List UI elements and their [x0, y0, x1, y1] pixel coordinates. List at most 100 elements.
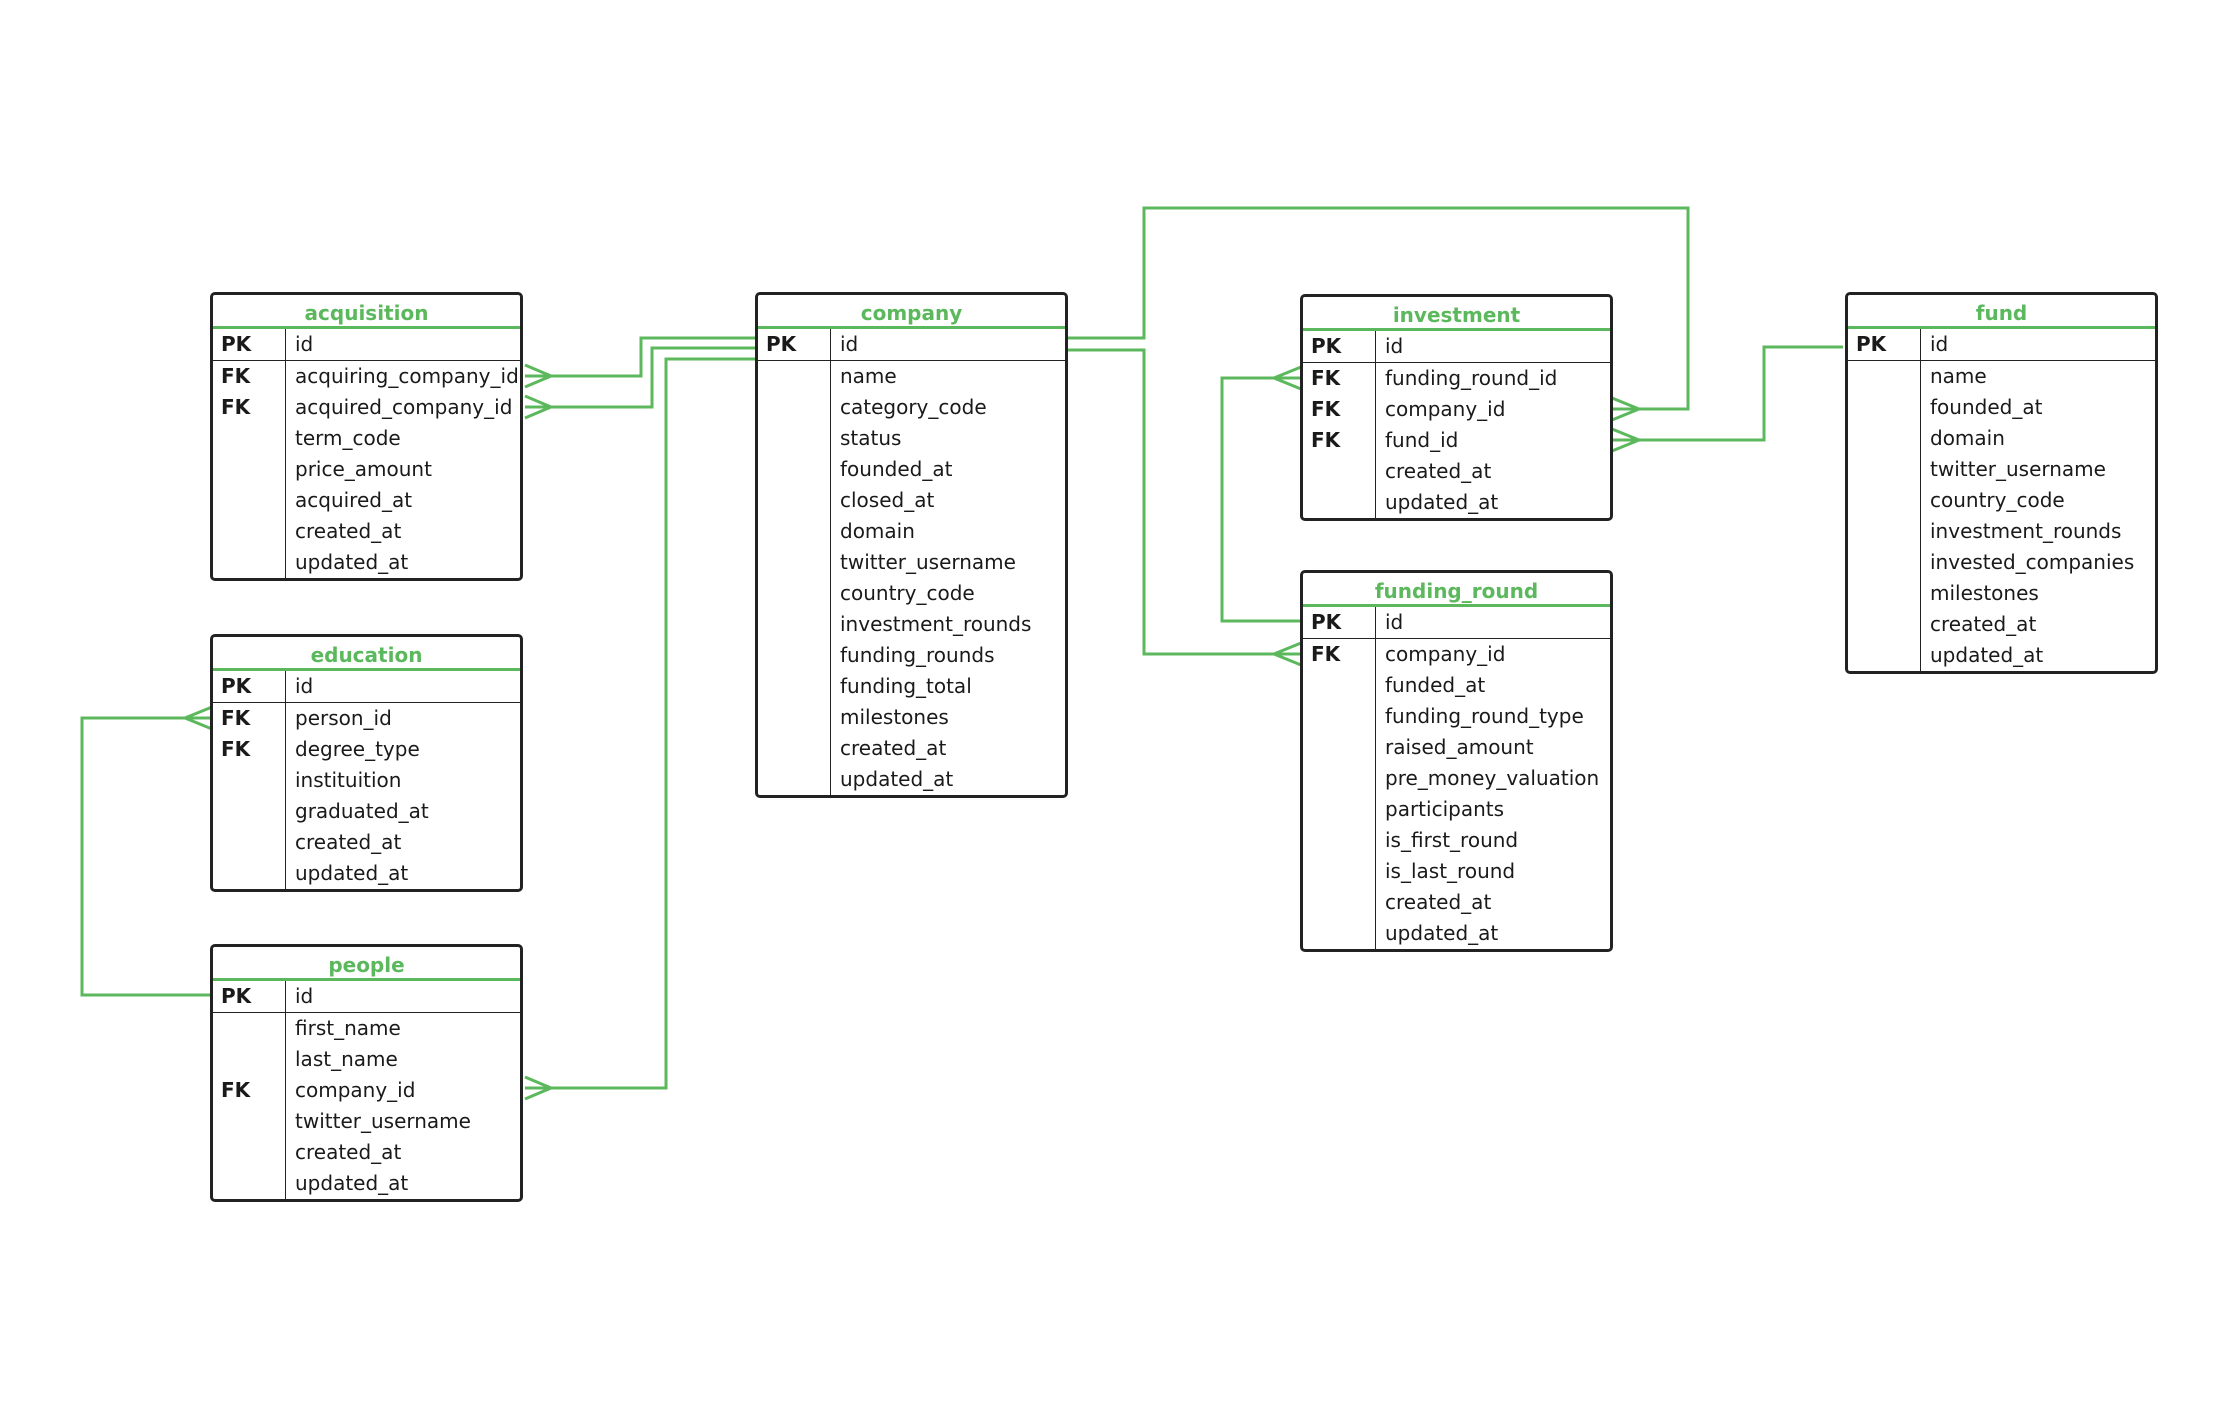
crowfoot-acquisition-acquiring [524, 363, 552, 389]
key-marker: PK [1856, 332, 1887, 356]
table-row: created_at [1303, 456, 1610, 487]
field-name: updated_at [1930, 643, 2044, 667]
field-name: twitter_username [295, 1109, 471, 1133]
link-investment-fund [1612, 345, 1843, 442]
field-name: country_code [840, 581, 975, 605]
key-marker: FK [221, 1078, 251, 1102]
field-name: created_at [840, 736, 947, 760]
key-marker [1848, 609, 1920, 640]
table-row: closed_at [758, 485, 1065, 516]
field-name: acquired_at [295, 488, 413, 512]
key-marker [1303, 670, 1375, 701]
key-marker: PK [1311, 334, 1342, 358]
table-row: acquired_at [213, 485, 520, 516]
link-education-person [80, 716, 212, 997]
field-name: founded_at [840, 457, 953, 481]
field-name: price_amount [295, 457, 432, 481]
field-name: domain [840, 519, 915, 543]
field-name: funding_total [840, 674, 972, 698]
table-row: PK id [1303, 331, 1610, 363]
field-name: updated_at [295, 1171, 409, 1195]
table-row: pre_money_valuation [1303, 763, 1610, 794]
field-name: id [840, 332, 859, 356]
field-name: company_id [1385, 397, 1506, 421]
table-row: created_at [1848, 609, 2155, 640]
table-row: domain [1848, 423, 2155, 454]
field-name: acquired_company_id [295, 395, 513, 419]
table-row: term_code [213, 423, 520, 454]
key-marker [1848, 640, 1920, 671]
field-name: id [295, 674, 314, 698]
key-marker [758, 764, 830, 795]
field-name: is_first_round [1385, 828, 1519, 852]
crowfoot-acquisition-acquired [524, 394, 552, 420]
field-name: founded_at [1930, 395, 2043, 419]
field-name: id [1385, 334, 1404, 358]
table-row: milestones [1848, 578, 2155, 609]
key-marker [758, 485, 830, 516]
key-marker [758, 547, 830, 578]
key-marker [758, 516, 830, 547]
key-marker [758, 578, 830, 609]
table-row: country_code [758, 578, 1065, 609]
field-name: id [1385, 610, 1404, 634]
key-marker [758, 392, 830, 423]
table-title: investment [1303, 297, 1610, 331]
key-marker [213, 858, 285, 889]
key-marker [1303, 856, 1375, 887]
field-name: updated_at [1385, 921, 1499, 945]
key-marker [213, 1168, 285, 1199]
key-marker [758, 454, 830, 485]
field-name: last_name [295, 1047, 398, 1071]
field-name: domain [1930, 426, 2005, 450]
table-row: participants [1303, 794, 1610, 825]
table-row: updated_at [1848, 640, 2155, 671]
field-name: id [1930, 332, 1949, 356]
table-title: acquisition [213, 295, 520, 329]
key-marker: PK [221, 984, 252, 1008]
field-name: updated_at [295, 861, 409, 885]
table-row: funding_total [758, 671, 1065, 702]
link-investment-company [1066, 206, 1690, 411]
key-marker [758, 733, 830, 764]
key-marker [758, 423, 830, 454]
key-marker: FK [1311, 642, 1341, 666]
field-name: investment_rounds [1930, 519, 2122, 543]
table-row: updated_at [213, 1168, 520, 1199]
field-name: created_at [295, 519, 402, 543]
table-row: first_name [213, 1013, 520, 1044]
table-row: domain [758, 516, 1065, 547]
crowfoot-education-person [184, 705, 213, 731]
field-name: created_at [1930, 612, 2037, 636]
field-name: person_id [295, 706, 392, 730]
table-row: updated_at [1303, 918, 1610, 949]
key-marker [758, 361, 830, 392]
crowfoot-investment-funding-round [1273, 365, 1302, 391]
link-acquisition-acquired-company [525, 346, 756, 409]
field-name: acquiring_company_id [295, 364, 519, 388]
key-marker [213, 827, 285, 858]
key-marker [1848, 547, 1920, 578]
crowfoot-investment-fund [1611, 427, 1640, 453]
key-marker: PK [221, 332, 252, 356]
key-marker [1848, 392, 1920, 423]
field-name: updated_at [295, 550, 409, 574]
